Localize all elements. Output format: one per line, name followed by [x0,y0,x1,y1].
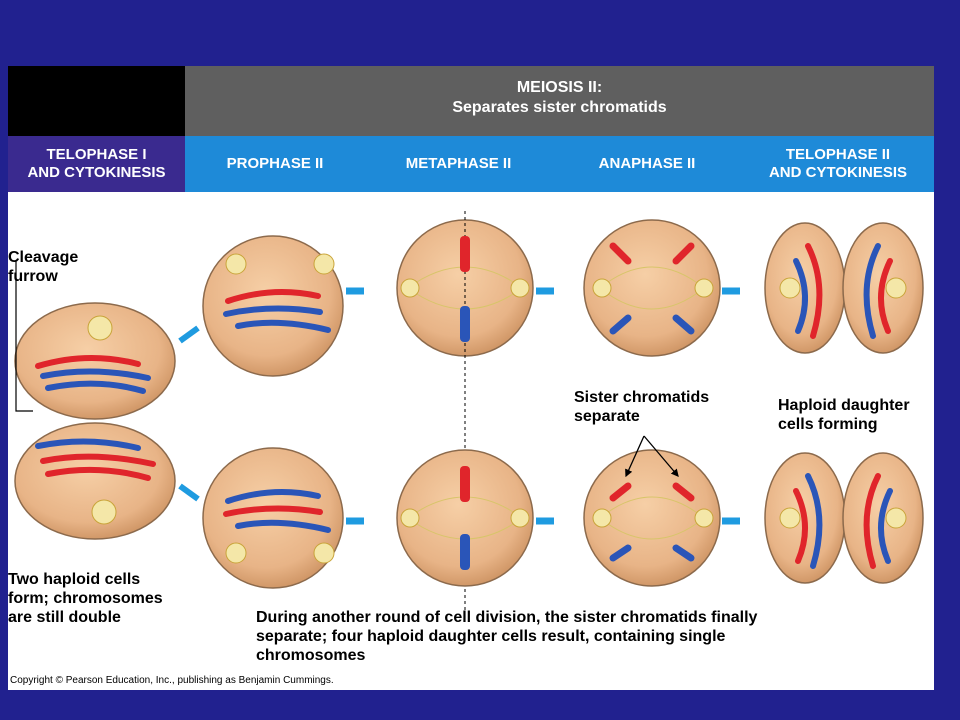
telophase-2-cells-top [764,222,924,354]
phase-label: PROPHASE II [226,155,324,172]
phase-label: METAPHASE II [405,155,512,172]
arrow-icon [178,325,200,344]
cell-illustrations [14,211,924,611]
label-line: furrow [8,268,58,285]
prophase-2-cell-bottom [202,447,344,589]
during-division-caption: During another round of cell division, t… [256,608,757,665]
label-line: cells forming [778,416,878,433]
label-line: Sister chromatids [574,389,710,406]
meiosis-header: MEIOSIS II: Separates sister chromatids [185,66,934,136]
cleavage-furrow-label: Cleavage furrow [8,248,78,286]
phase-label-sub: AND CYTOKINESIS [27,164,166,181]
cleavage-pointer-line [15,261,33,412]
phase-label: ANAPHASE II [598,155,696,172]
phase-prophase-2: PROPHASE II [185,136,365,192]
caption-line: Two haploid cells [8,571,141,588]
metaphase-2-cell-top [396,211,534,611]
telophase-1-cell-bottom [14,422,176,540]
sister-chromatids-label: Sister chromatids separate [574,388,709,426]
header-corner [8,66,185,136]
metaphase-2-cell-bottom [396,449,534,587]
label-line: separate [574,408,640,425]
haploid-daughter-label: Haploid daughter cells forming [778,396,910,434]
meiosis-title: MEIOSIS II: [516,79,603,96]
phase-label-sub: AND CYTOKINESIS [768,164,908,181]
caption-line: are still double [8,609,121,626]
phase-anaphase-2: ANAPHASE II [552,136,742,192]
phase-label: TELOPHASE I [46,146,147,163]
anaphase-2-cell-top [583,219,721,357]
prophase-2-cell-top [202,235,344,377]
telophase-2-cells-bottom [764,452,924,584]
phase-label: TELOPHASE II [785,146,891,163]
label-line: Cleavage [8,249,79,266]
diagram-panel: MEIOSIS II: Separates sister chromatids … [8,66,934,690]
copyright-text: Copyright © Pearson Education, Inc., pub… [10,675,334,686]
meiosis-subtitle: Separates sister chromatids [452,99,667,116]
sister-pointer-line [625,435,645,478]
anaphase-2-cell-bottom [583,449,721,587]
arrow-icon [178,483,200,502]
sister-pointer-line [643,435,679,477]
caption-line: During another round of cell division, t… [256,609,758,626]
caption-line: separate; four haploid daughter cells re… [256,628,726,645]
caption-line: chromosomes [256,647,366,664]
telophase-1-cell-top [14,302,176,420]
caption-line: form; chromosomes [8,590,163,607]
two-haploid-caption: Two haploid cells form; chromosomes are … [8,570,163,627]
phase-metaphase-2: METAPHASE II [365,136,552,192]
label-line: Haploid daughter [778,397,910,414]
